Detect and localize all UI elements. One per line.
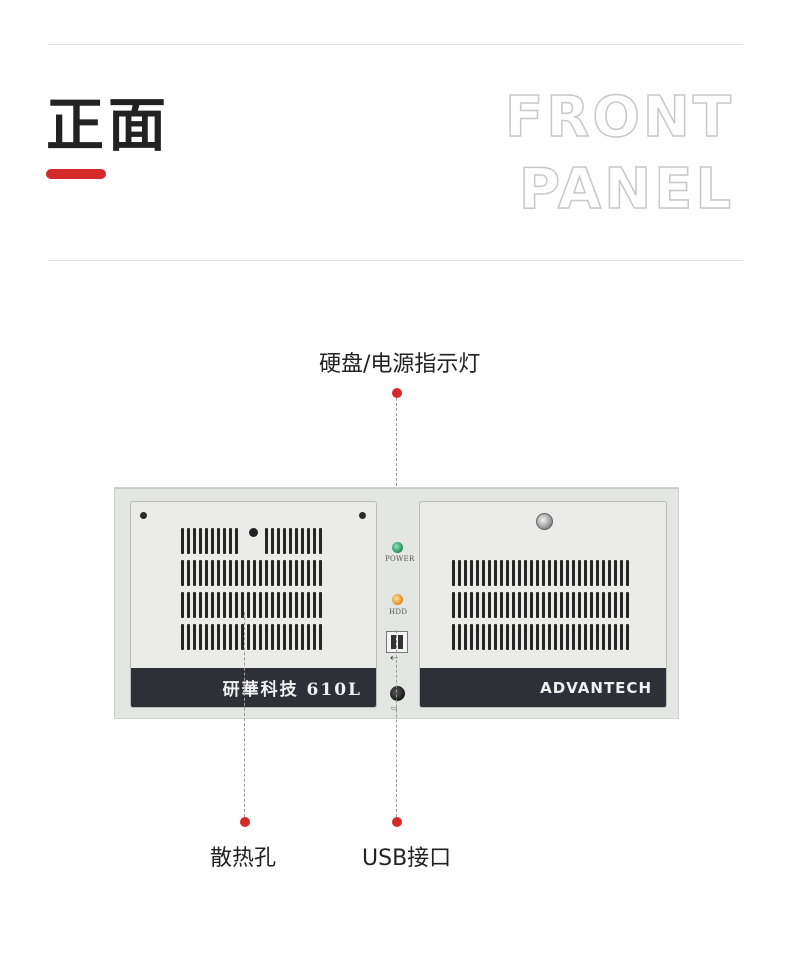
vent-grill-left-row4 <box>181 624 329 650</box>
indicator-lights-dot <box>392 388 402 398</box>
power-led <box>392 542 403 553</box>
power-icon: ▭ <box>391 704 398 712</box>
vent-grill-left-upper-b <box>265 528 329 554</box>
vent-grill-right-row2 <box>452 592 636 618</box>
usb-port[interactable] <box>386 631 408 653</box>
power-led-label: POWER <box>385 555 415 563</box>
vent-grill-left-upper-a <box>181 528 245 554</box>
right-door: ADVANTECH <box>419 501 667 708</box>
usb-port-label: USB接口 <box>362 846 452 871</box>
hdd-led <box>392 594 403 605</box>
screw-icon <box>359 512 366 519</box>
title-accent-bar <box>46 169 106 179</box>
vent-holes-dot <box>240 817 250 827</box>
power-button[interactable] <box>390 686 405 701</box>
indicator-lights-line <box>396 398 397 536</box>
title-en-front: FRONT <box>504 85 734 150</box>
hdd-led-label: HDD <box>389 608 408 616</box>
vent-grill-left <box>181 560 329 586</box>
title-en-panel: PANEL <box>518 157 734 222</box>
vent-grill-right <box>452 560 636 586</box>
vent-holes-line <box>244 612 245 817</box>
header-divider <box>48 260 743 261</box>
brand-logo: ADVANTECH <box>540 678 652 697</box>
section-title: 正面 <box>46 91 171 159</box>
model-label: 研華科技 610L <box>222 680 362 700</box>
usb-port-dot <box>392 817 402 827</box>
usb-icon: ⇠ <box>390 653 399 664</box>
hole-icon <box>249 528 258 537</box>
vent-grill-right-row3 <box>452 624 636 650</box>
vent-holes-label: 散热孔 <box>210 846 277 871</box>
top-divider <box>48 44 743 45</box>
right-nameplate: ADVANTECH <box>420 668 666 707</box>
screw-icon <box>140 512 147 519</box>
left-nameplate: 研華科技 610L <box>131 668 376 707</box>
indicator-lights-label: 硬盘/电源指示灯 <box>319 352 481 377</box>
left-door: 研華科技 610L <box>130 501 377 708</box>
usb-port-line <box>396 630 397 817</box>
lock-icon[interactable] <box>536 513 553 530</box>
vent-grill-left-row3 <box>181 592 329 618</box>
